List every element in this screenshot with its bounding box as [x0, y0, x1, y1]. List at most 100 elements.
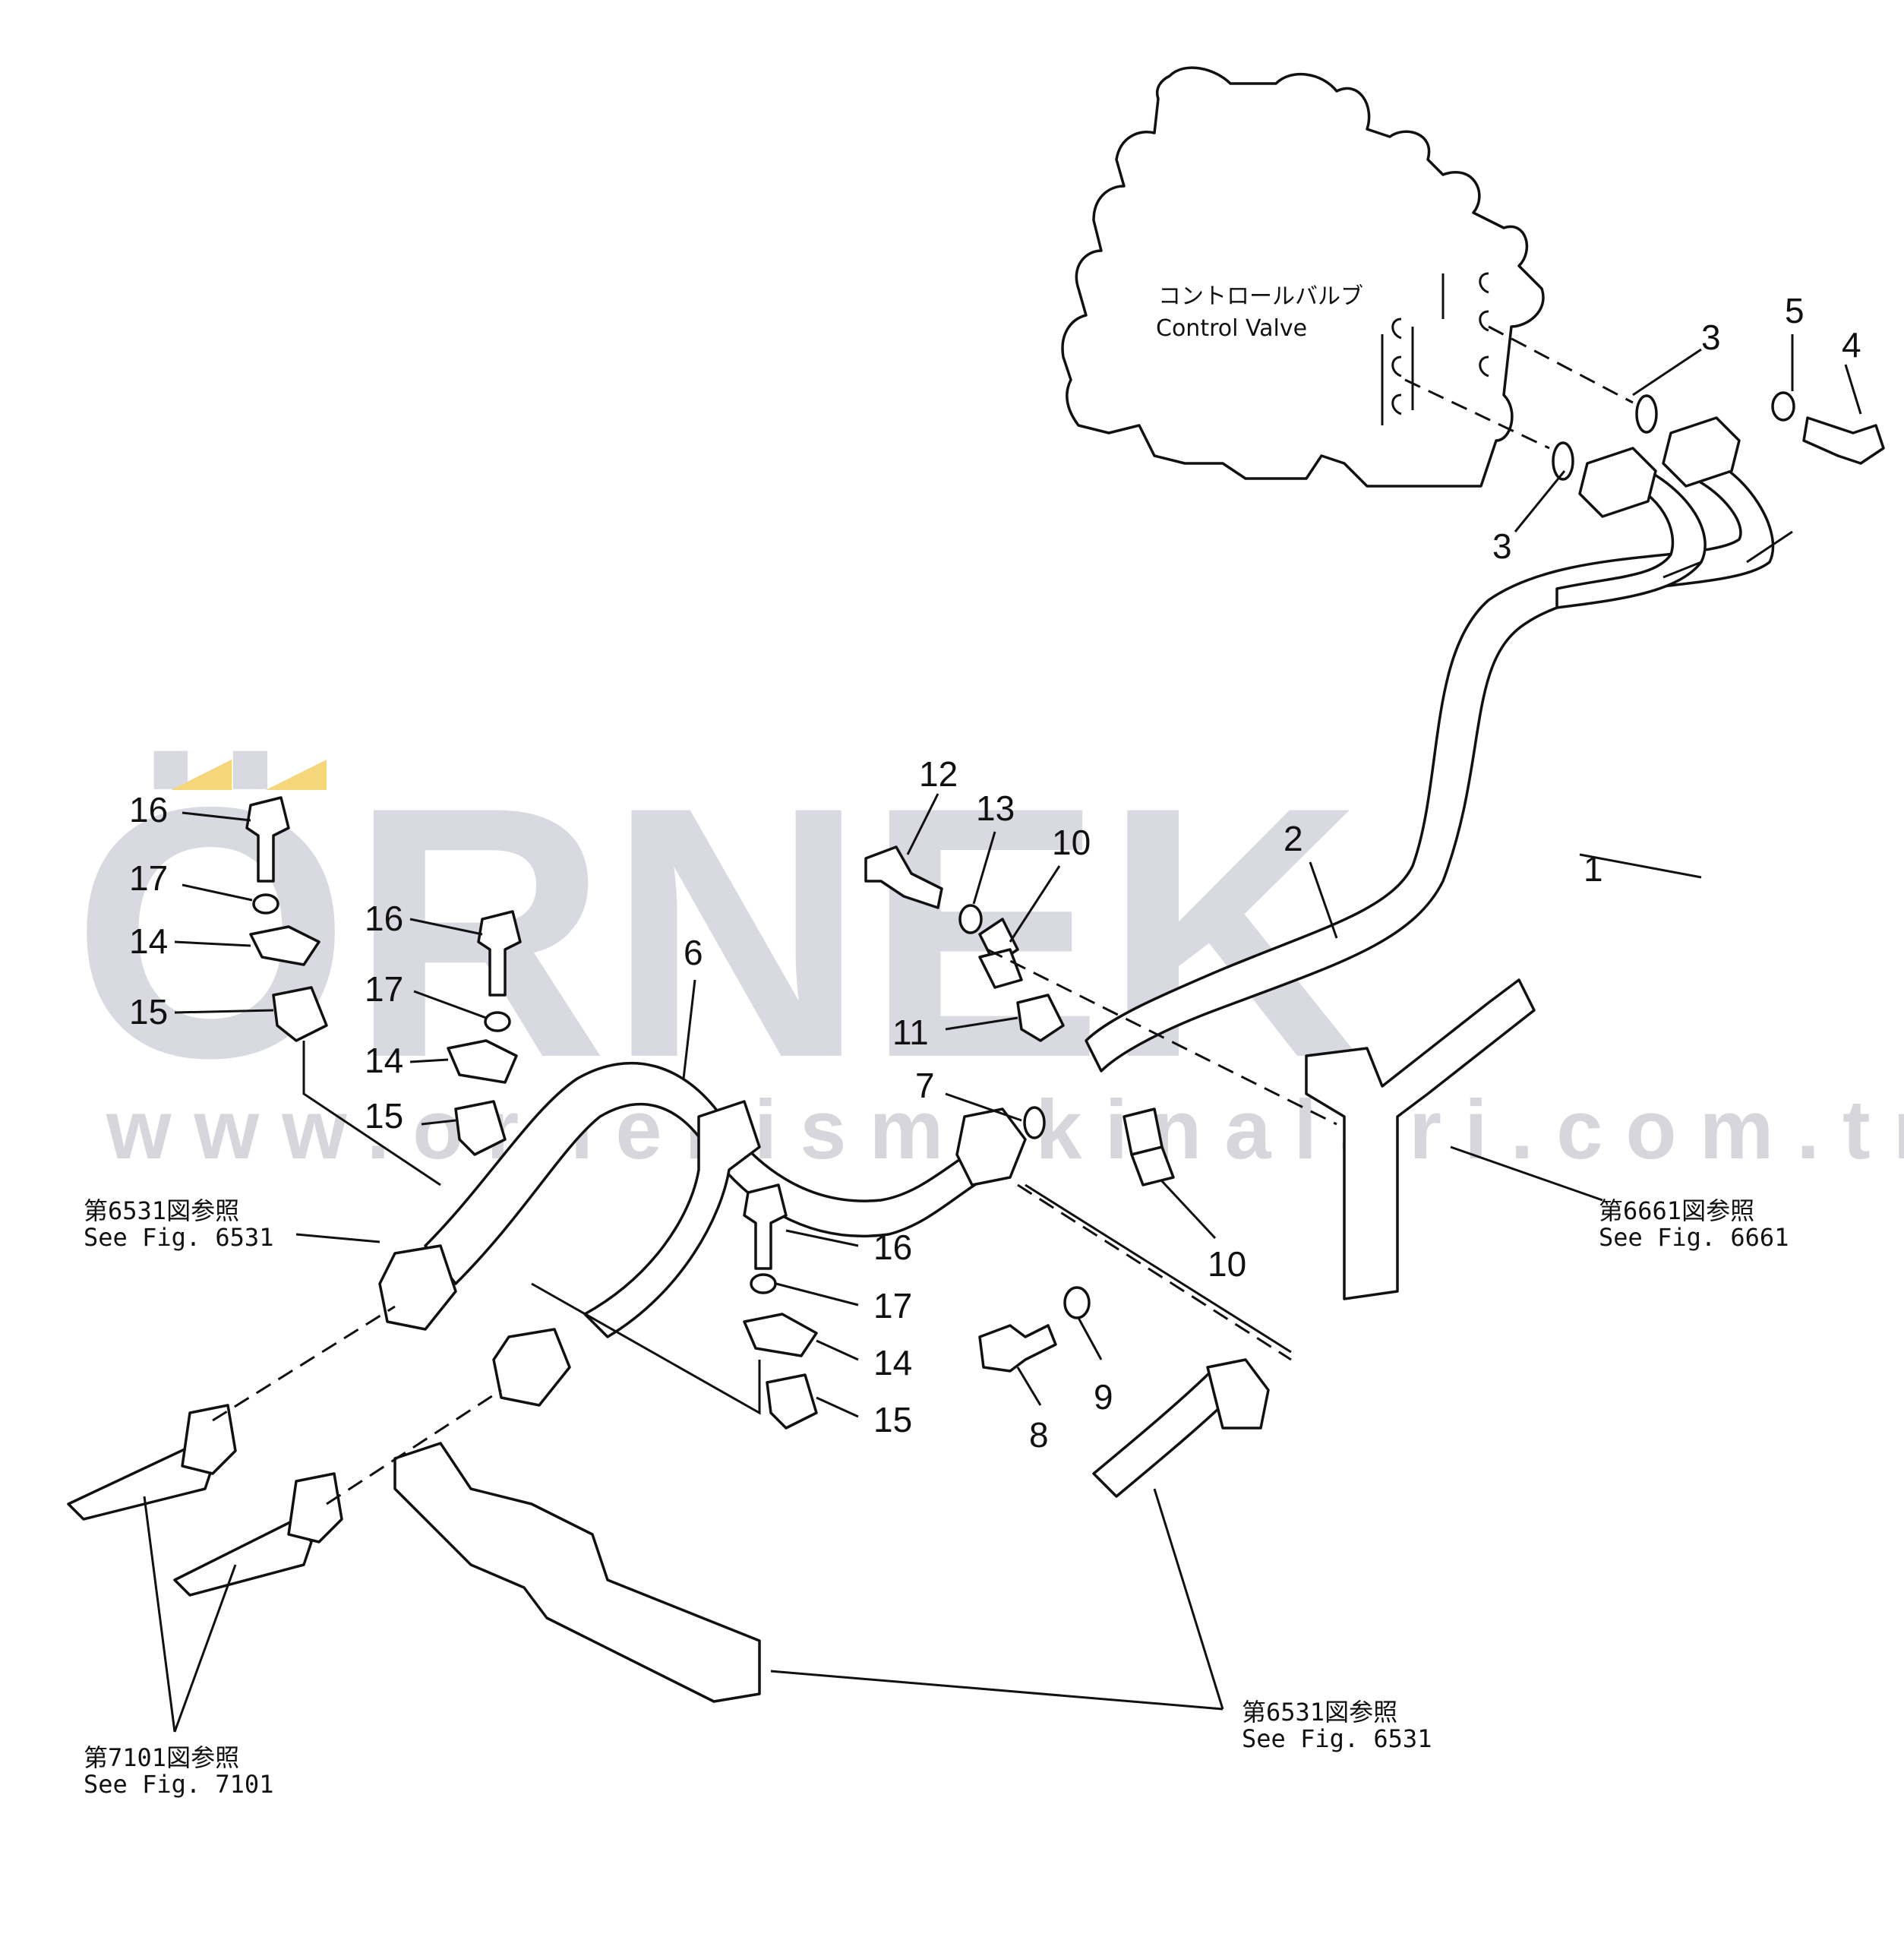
clamp-14-a — [249, 925, 320, 966]
part-number-12: 12 — [919, 754, 958, 794]
leader-2 — [1309, 861, 1338, 939]
ref-6531-bottom-arrow-2 — [1153, 1488, 1224, 1710]
control-valve-port-line-2 — [1391, 318, 1402, 415]
leader-11 — [945, 1016, 1018, 1031]
washer-5 — [1771, 391, 1795, 422]
cv-to-oring-upper — [1488, 325, 1634, 404]
washer-9 — [1063, 1286, 1091, 1319]
pipe-6-flange-lower — [492, 1328, 571, 1407]
bolt-16-b — [477, 910, 522, 997]
leader-10-lower — [1160, 1180, 1217, 1240]
pipe-6-flange-left — [378, 1244, 457, 1331]
pipe6-to-lower-right — [1017, 1183, 1292, 1361]
part-number-8: 8 — [1029, 1415, 1049, 1455]
part-number-17-c: 17 — [873, 1286, 912, 1325]
bolt-8 — [978, 1324, 1057, 1373]
fasteners — [245, 391, 1885, 1430]
part-number-14-b: 14 — [365, 1041, 403, 1080]
part-number-14-c: 14 — [873, 1343, 912, 1382]
leader-17-b — [413, 990, 487, 1019]
guide-mid-clamp — [531, 1282, 761, 1415]
part-number-7: 7 — [915, 1066, 935, 1105]
ref-left-6531-jp: 第6531図参照 — [84, 1196, 239, 1225]
ref-left-6531-en: See Fig. 6531 — [84, 1223, 273, 1252]
pipe-6-assembly — [67, 1062, 1270, 1703]
part-number-10-upper: 10 — [1052, 823, 1091, 862]
part-number-1: 1 — [1584, 849, 1603, 889]
leader-17-c — [775, 1282, 859, 1306]
flange-mid-to-pipe — [326, 1389, 502, 1506]
part-number-16-b: 16 — [365, 899, 403, 938]
washer-17-b — [484, 1011, 511, 1032]
leader-14-a — [174, 940, 251, 947]
pipe-1-flange — [1662, 416, 1741, 488]
leader-10-upper — [1009, 865, 1061, 943]
part-number-3-upper: 3 — [1701, 318, 1721, 357]
guide-left-clamp — [302, 1041, 441, 1186]
control-valve-body — [1061, 66, 1545, 488]
ref-7101-jp: 第7101図参照 — [84, 1743, 239, 1772]
leaders — [143, 334, 1862, 1733]
bolt12-to-bracket — [987, 948, 1337, 1126]
leader-7 — [945, 1092, 1022, 1122]
washer-17-c — [750, 1273, 777, 1294]
clamp-14-c — [743, 1313, 818, 1357]
part-number-15-a: 15 — [129, 992, 168, 1032]
lower-pipe-mid-flange — [287, 1472, 343, 1543]
control-valve: コントロールバルブ Control Valve — [1061, 66, 1545, 488]
leader-4 — [1844, 364, 1862, 415]
clamp-15-c — [766, 1373, 818, 1430]
leader-1 — [1579, 853, 1702, 879]
right-bracket-body — [1305, 978, 1536, 1300]
leader-14-b — [409, 1058, 449, 1063]
ref-left-6531-arrow — [295, 1233, 380, 1243]
bolt-16-c — [743, 1183, 788, 1270]
cv-to-oring-lower — [1404, 378, 1550, 450]
leader-12 — [906, 793, 939, 855]
leader-3-upper — [1632, 348, 1702, 397]
leader-14-c — [816, 1339, 859, 1361]
part-number-2: 2 — [1284, 819, 1303, 858]
control-valve-port-line-1 — [1381, 273, 1445, 425]
leader-17-a — [182, 883, 253, 902]
part-number-16-c: 16 — [873, 1228, 912, 1267]
clamp-15-a — [272, 986, 328, 1042]
washer-13 — [958, 904, 983, 934]
pipe-2-flange — [1578, 447, 1657, 518]
ref-right-6661-arrow — [1450, 1145, 1603, 1202]
ref-7101-arrow-2 — [173, 1564, 237, 1733]
ref-6531-bottom-arrow-1 — [770, 1670, 1224, 1711]
part-number-4: 4 — [1842, 325, 1861, 365]
leader-15-c — [816, 1396, 859, 1418]
leader-6 — [682, 979, 696, 1079]
part-number-9: 9 — [1094, 1377, 1113, 1417]
ref-right-6661-jp: 第6661図参照 — [1599, 1196, 1754, 1225]
lower-right-flange — [1206, 1358, 1270, 1430]
clamp-15-b — [454, 1100, 507, 1156]
o-ring-upper — [1635, 394, 1658, 434]
leader-8 — [1016, 1367, 1042, 1406]
leader-16-b — [409, 918, 483, 936]
part-number-17-b: 17 — [365, 969, 403, 1009]
ref-right-6661-en: See Fig. 6661 — [1599, 1223, 1789, 1252]
pipe-2 — [1555, 462, 1707, 609]
lower-pipe-left-flange — [181, 1404, 237, 1475]
part-number-17-a: 17 — [129, 858, 168, 898]
guide-right-clamp — [1025, 1183, 1292, 1354]
clamp-10-lower — [1130, 1145, 1175, 1186]
lower-pipe-left — [67, 1442, 214, 1521]
assembly-lines — [212, 325, 1634, 1506]
ref-7101-arrow-1 — [143, 1496, 176, 1733]
right-bracket — [978, 918, 1536, 1300]
o-ring-7 — [1023, 1106, 1046, 1139]
clamp-14-b — [447, 1039, 518, 1084]
leader-15-b — [421, 1119, 456, 1126]
part-number-6: 6 — [684, 933, 703, 972]
part-number-15-b: 15 — [365, 1096, 403, 1136]
lower-bracket — [393, 1442, 761, 1703]
o-ring-lower — [1552, 441, 1574, 481]
part-number-10-lower: 10 — [1208, 1244, 1246, 1284]
part-number-15-c: 15 — [873, 1400, 912, 1439]
lower-pipe-mid — [173, 1518, 313, 1597]
